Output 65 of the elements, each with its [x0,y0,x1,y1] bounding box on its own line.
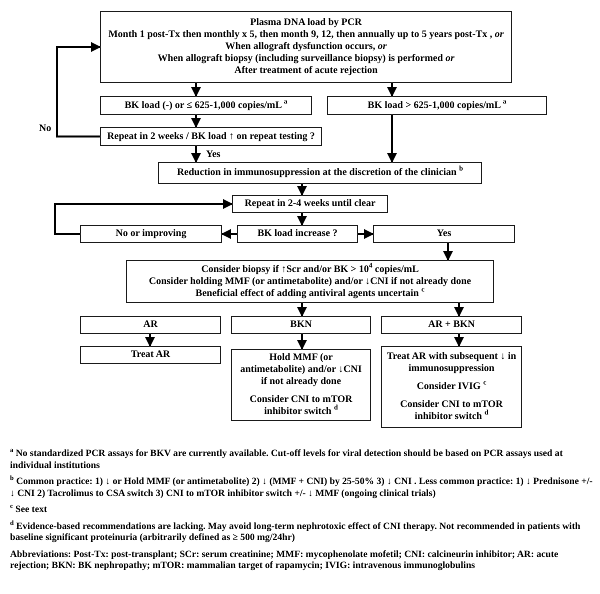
arrow [358,229,374,239]
box-text: Consider CNI to mTOR inhibitor switch $^{d}$ [399,399,504,423]
box-text: Reduction in immunosuppression at the discretion of the clinician $^{b}$ [176,167,464,179]
process-box [126,260,494,303]
box-text: After treatment of acute rejection [234,65,378,77]
arrow [454,303,464,317]
process-box [237,225,358,243]
edge-label: Yes [205,149,222,160]
box-text: Hold MMF (or antimetabolite) and/or ↓CNI if not already done [239,352,363,388]
process-box [80,346,221,364]
process-box [100,11,512,83]
process-box [381,346,522,428]
box-text: BK load increase ? [257,228,338,240]
edge-label: No [38,123,52,134]
box-text: Consider holding MMF (or antimetabolite) and/or ↓CNI if not already done [148,276,472,288]
arrow [387,83,397,97]
box-text: Consider biopsy if ↑Scr and/or BK > 10$^{4}$ copies/mL [201,264,419,276]
arrow [297,184,307,196]
footnote: $^{b}$ Common practice: 1) ↓ or Hold MMF (or antimetabolite) 2) ↓ (MMF + CNI) by 25-50% 3) ↓ CNI . Less common practice: 1) ↓ Prednisone +/- ↓ CNI 2) Tacrolimus to CSA switch 3) CNI to mTOR inhibitor switch +/- ↓ MMF (ongoing clinical trials) [10,476,594,499]
arrow [191,146,201,163]
box-text: Plasma DNA load by PCR [250,17,362,29]
process-box [80,316,221,334]
arrow [191,83,201,97]
box-text: Treat AR with subsequent ↓ in immunosuppression [386,351,517,375]
process-box [100,127,322,146]
box-text: No or improving [116,228,186,240]
arrow [387,115,397,163]
box-text: Month 1 post-Tx then monthly x 5, then month 9, 12, then annually up to 5 years post-Tx , or [108,29,504,41]
box-text: Treat AR [130,349,170,361]
box-text: When allograft biopsy (including surveillance biopsy) is performed or [158,53,454,65]
process-box [381,316,522,334]
process-box [100,96,312,115]
arrow [191,115,201,128]
process-box [80,225,222,243]
process-box [231,316,371,334]
process-box [231,349,371,421]
footnote: $^{a}$ No standardized PCR assays for BKV are currently available. Cut-off levels for viral detection should be based on PCR assays used at individual institutions [10,448,564,471]
arrow [54,199,233,235]
footnote: Abbreviations: Post-Tx: post-transplant; SCr: serum creatinine; MMF: mycophenolate mofetil; CNI: calcineurin inhibitor; AR: acute rejection; BKN: BK nephropathy; mTOR: mammalian target of rapamycin; IVIG: intravenous immunoglobulins [10,548,560,572]
box-text: BKN [290,319,312,331]
arrow [454,334,464,347]
arrow [297,303,307,317]
box-text: Yes [436,228,452,240]
arrow [221,229,237,239]
box-text: Consider IVIG $^{c}$ [416,381,486,393]
box-text: BK load (-) or ≤ 625-1,000 copies/mL $^{a}$ [124,100,288,112]
box-text: AR [143,319,158,331]
arrow [297,213,307,226]
process-box [158,162,482,184]
arrow [56,42,101,138]
box-text: Beneficial effect of adding antiviral agents uncertain $^{c}$ [196,288,424,300]
arrow [145,334,155,347]
footnote: $^{d}$ Evidence-based recommendations are lacking. May avoid long-term nephrotoxic effect of CNI therapy. Not recommended in patients with baseline significant proteinuria (arbitrarily defined as ≥ 500 mg/24hr) [10,520,582,544]
process-box [327,96,547,115]
arrow [443,243,453,261]
arrow [297,334,307,350]
box-text: AR + BKN [428,319,475,331]
box-text: BK load > 625-1,000 copies/mL $^{a}$ [368,100,506,112]
box-text: Repeat in 2 weeks / BK load ↑ on repeat testing ? [107,130,315,142]
process-box [373,225,515,243]
box-text: Consider CNI to mTOR inhibitor switch $^{d}$ [248,394,354,418]
process-box [232,195,388,213]
footnote: $^{c}$ See text [10,504,48,516]
box-text: Repeat in 2-4 weeks until clear [244,198,376,210]
box-text: When allograft dysfunction occurs, or [225,41,387,53]
